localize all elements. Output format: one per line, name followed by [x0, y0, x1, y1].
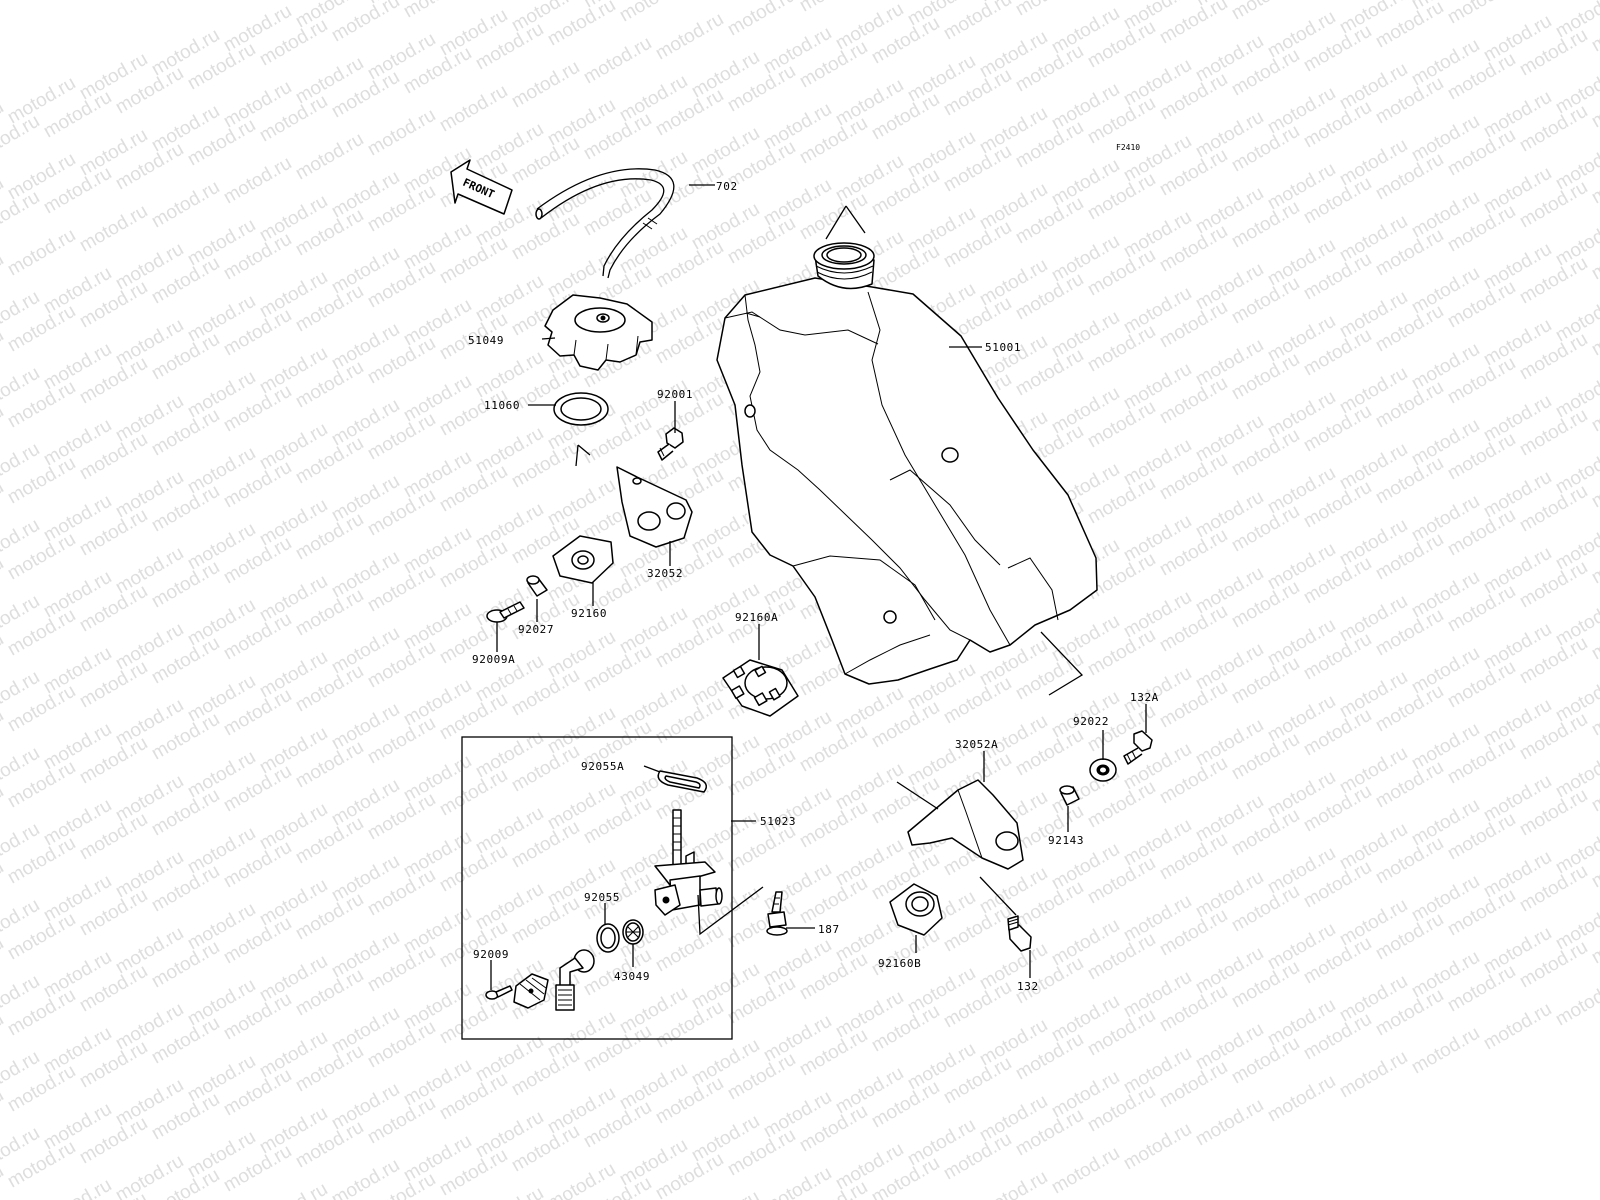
- washer-92022: [1089, 758, 1117, 782]
- part-label-92055a: 92055A: [581, 760, 624, 773]
- part-label-702: 702: [716, 180, 738, 193]
- part-label-92009: 92009: [473, 948, 509, 961]
- filter-43049: [622, 919, 644, 945]
- diagram-code: F2410: [1116, 143, 1140, 152]
- tank-top-mark: [825, 205, 866, 240]
- part-label-32052: 32052: [647, 567, 683, 580]
- bracket-32052a: [907, 779, 1024, 870]
- oring-92055: [596, 923, 620, 953]
- bracket-32052: [616, 466, 693, 548]
- fuel-cock-assembly-box: [461, 736, 733, 1040]
- part-label-132a: 132A: [1130, 691, 1159, 704]
- part-label-132: 132: [1017, 980, 1039, 993]
- part-label-43049: 43049: [614, 970, 650, 983]
- collar-92143: [1059, 785, 1080, 806]
- screw-92009: [485, 985, 513, 1000]
- bolt-187: [766, 891, 788, 936]
- part-label-11060: 11060: [484, 399, 520, 412]
- bolt-132-leader-mark: [979, 876, 1017, 916]
- part-label-51023: 51023: [760, 815, 796, 828]
- part-label-51049: 51049: [468, 334, 504, 347]
- part-label-92160b: 92160B: [878, 957, 921, 970]
- bolt-132a: [1123, 730, 1153, 765]
- breather-hose: [535, 168, 675, 279]
- part-label-92055: 92055: [584, 891, 620, 904]
- bolt-92009a: [486, 601, 525, 623]
- part-label-92001: 92001: [657, 388, 693, 401]
- damper-92160b: [889, 883, 943, 936]
- fuel-cock-leader: [697, 886, 764, 936]
- leader-lines: [490, 184, 1147, 990]
- cap-gasket: [553, 392, 609, 426]
- fuel-cock-lever: [555, 949, 595, 1011]
- collar-92027: [526, 575, 548, 597]
- damper-92160a: [722, 659, 799, 717]
- damper-92160: [552, 535, 614, 584]
- part-label-32052a: 32052A: [955, 738, 998, 751]
- bracket-leader-mark: [896, 781, 939, 810]
- part-label-92027: 92027: [518, 623, 554, 636]
- part-label-92022: 92022: [1073, 715, 1109, 728]
- bolt-132: [1007, 915, 1032, 952]
- fuel-tank: [716, 242, 1098, 685]
- part-label-187: 187: [818, 923, 840, 936]
- bolt-92001: [657, 427, 684, 461]
- tank-bottom-mark: [1040, 631, 1084, 696]
- front-arrow-icon: FRONT: [450, 159, 513, 215]
- fuel-cock: [654, 809, 723, 916]
- part-label-92009a: 92009A: [472, 653, 515, 666]
- gasket-92055a: [657, 770, 708, 793]
- lever-plate: [513, 973, 549, 1009]
- part-label-92143: 92143: [1048, 834, 1084, 847]
- part-label-51001: 51001: [985, 341, 1021, 354]
- cap-alignment-mark: [575, 444, 591, 467]
- part-label-92160: 92160: [571, 607, 607, 620]
- fuel-cap: [544, 294, 653, 371]
- part-label-92160a: 92160A: [735, 611, 778, 624]
